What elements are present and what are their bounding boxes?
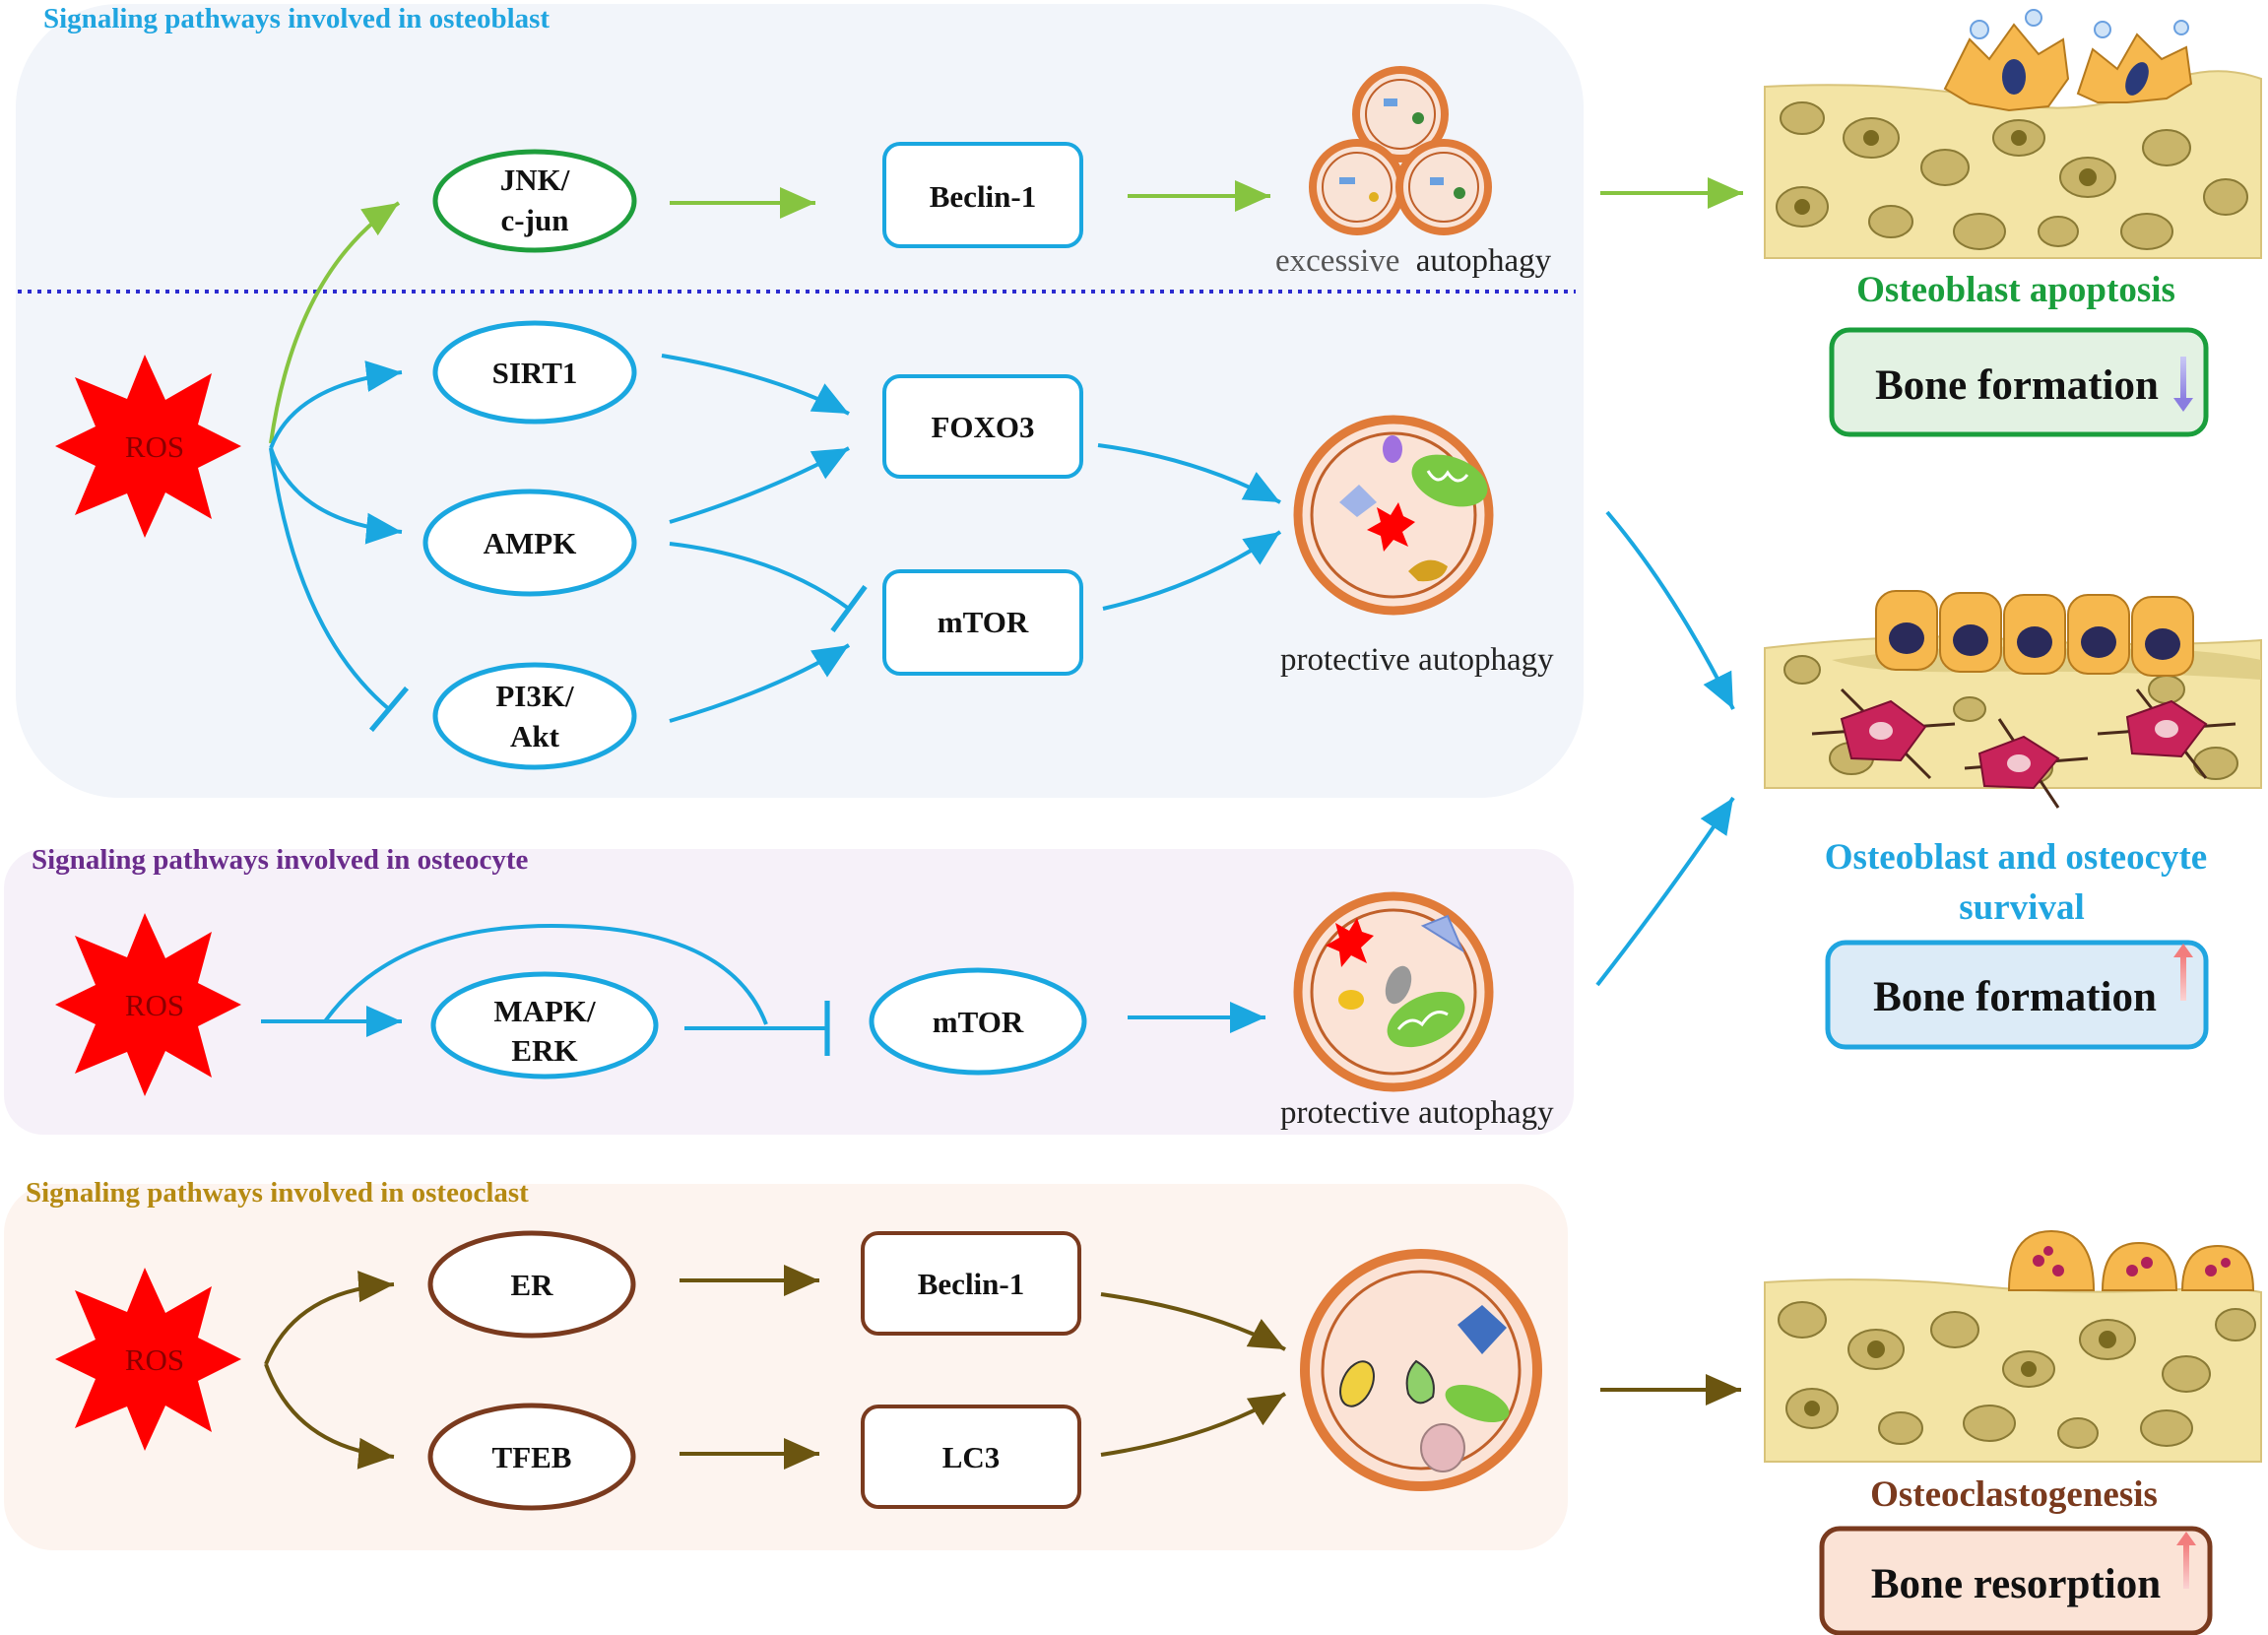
osteoblast-apoptosis-illustration — [1764, 9, 2262, 259]
arrow-sirt1-to-foxo3 — [661, 354, 850, 416]
arrow-ros-to-ampk — [269, 447, 403, 545]
osteocyte-section-title: Signaling pathways involved in osteocyte — [32, 844, 528, 876]
beclin1-osteoclast-node — [861, 1231, 1081, 1336]
sirt1-label: SIRT1 — [492, 356, 578, 390]
arrow-ros-to-jnk — [269, 201, 401, 444]
osteoclast-section-title: Signaling pathways involved in osteoclas… — [26, 1177, 529, 1209]
lc3-label: LC3 — [942, 1440, 1001, 1474]
mtor-osteocyte-node — [869, 967, 1087, 1076]
bone-formation-down-box — [1829, 327, 2209, 437]
ampk-node — [422, 489, 637, 597]
arrow-mtor-to-autophagy — [1102, 530, 1282, 611]
ampk-label: AMPK — [484, 526, 577, 560]
ros-burst-osteoclast: ROS — [55, 1268, 241, 1451]
protective-autophagy-osteoblast-icon — [1293, 415, 1494, 616]
bone-formation-down-label: Bone formation — [1875, 362, 2159, 409]
ros-label-osteoclast: ROS — [125, 1342, 184, 1377]
mapk-erk-node — [430, 971, 659, 1079]
arrow-ros-to-er — [264, 1271, 395, 1365]
up-arrow-icon-resorption — [2176, 1532, 2196, 1589]
mtor-osteoblast-label: mTOR — [938, 605, 1029, 639]
osteoblast-osteocyte-survival-illustration — [1764, 590, 2262, 809]
excessive-autophagy-icon — [1309, 66, 1492, 235]
mtor-osteoblast-node — [882, 569, 1083, 676]
protective-autophagy-osteocyte-icon — [1293, 891, 1494, 1092]
osteoclastogenesis-illustration — [1764, 1229, 2262, 1463]
ros-label-osteoblast: ROS — [125, 429, 184, 464]
pi3k-akt-node — [432, 662, 637, 770]
excessive-autophagy-caption: excessive autophagy — [1275, 243, 1552, 279]
survival-title-line1: Osteoblast and osteocyte — [1825, 837, 2207, 878]
up-arrow-icon-formation — [2173, 944, 2193, 1001]
osteoblast-apoptosis-title: Osteoblast apoptosis — [1856, 270, 2175, 310]
beclin1-osteoclast-label: Beclin-1 — [918, 1267, 1025, 1301]
osteoclastogenesis-title: Osteoclastogenesis — [1870, 1474, 2158, 1515]
arrow-beclin1-to-autophagy-osteoclast — [1100, 1292, 1286, 1351]
tfeb-node — [427, 1403, 636, 1511]
ros-burst-osteoblast: ROS — [55, 355, 241, 538]
osteocyte-panel — [4, 849, 1574, 1135]
ros-burst-osteocyte: ROS — [55, 913, 241, 1096]
jnk-cjun-node — [432, 149, 637, 253]
osteoclast-panel — [4, 1184, 1568, 1550]
bone-resorption-up-label: Bone resorption — [1871, 1561, 2161, 1607]
arrow-foxo3-to-autophagy — [1097, 443, 1281, 504]
akt-label: Akt — [510, 719, 560, 753]
sirt1-node — [432, 320, 637, 425]
arrow-ros-to-tfeb — [264, 1363, 395, 1470]
arrow-ros-to-sirt1 — [269, 360, 403, 449]
arrow-ampk-to-foxo3 — [669, 446, 850, 524]
inhibit-ampk-to-mtor — [669, 542, 868, 633]
lc3-node — [861, 1405, 1081, 1509]
tfeb-label: TFEB — [492, 1440, 572, 1474]
pi3k-label: PI3K/ — [495, 679, 574, 713]
foxo3-node — [882, 374, 1083, 479]
osteoblast-section-title: Signaling pathways involved in osteoblas… — [43, 3, 550, 34]
mtor-osteocyte-label: mTOR — [933, 1005, 1024, 1039]
autophagy-word: autophagy — [1416, 243, 1552, 279]
inhibit-ros-to-pi3k — [269, 447, 410, 733]
jnk-label: JNK/ — [500, 163, 570, 197]
survival-title-line2: survival — [1959, 887, 2084, 928]
foxo3-label: FOXO3 — [931, 410, 1034, 444]
inhibit-ros-bypass-to-mtor — [323, 923, 768, 1025]
osteoblast-panel — [16, 4, 1584, 798]
arrow-osteocyte-to-survival — [1595, 796, 1735, 987]
autophagy-osteoclast-icon — [1300, 1249, 1542, 1491]
ros-label-osteocyte: ROS — [125, 988, 184, 1022]
erk-label: ERK — [511, 1033, 577, 1068]
bone-resorption-up-box — [1819, 1526, 2213, 1635]
beclin1-osteoblast-label: Beclin-1 — [930, 179, 1037, 214]
bone-formation-up-box — [1825, 940, 2209, 1050]
er-label: ER — [510, 1268, 553, 1302]
arrow-lc3-to-autophagy-osteoclast — [1100, 1392, 1287, 1457]
bone-formation-up-label: Bone formation — [1873, 974, 2157, 1020]
excessive-word: excessive — [1275, 243, 1399, 279]
mapk-label: MAPK/ — [493, 994, 596, 1028]
cjun-label: c-jun — [501, 203, 569, 237]
arrow-osteoblast-to-survival — [1605, 510, 1735, 710]
protective-autophagy-osteoblast-caption: protective autophagy — [1280, 642, 1554, 678]
protective-autophagy-osteocyte-caption: protective autophagy — [1280, 1095, 1554, 1131]
beclin1-osteoblast-node — [882, 142, 1083, 248]
arrow-pi3k-to-mtor — [669, 643, 851, 723]
er-node — [427, 1230, 636, 1339]
down-arrow-icon — [2173, 357, 2193, 412]
